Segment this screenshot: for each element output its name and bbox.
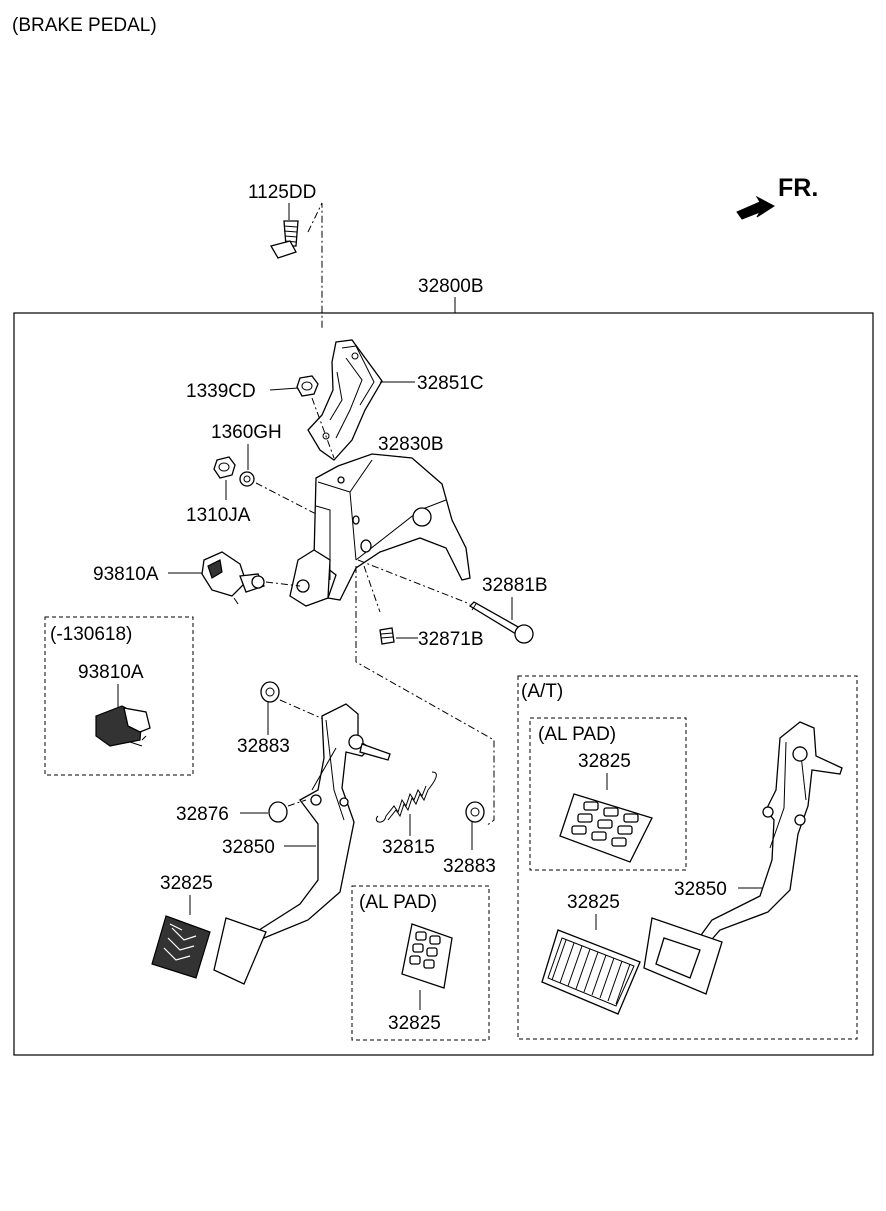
label-32830B: 32830B [378,434,444,455]
label-32825-at: 32825 [567,892,620,913]
pedal-pad-32825-at [541,929,641,1015]
dashline-32881B [357,559,471,605]
label-32881B: 32881B [482,575,548,596]
assembly-32800B-frame [13,312,874,1056]
label-al-pad-at: (AL PAD) [538,724,616,745]
dashline-93810A [265,581,301,587]
diagram-title: (BRAKE PEDAL) [12,15,157,36]
nut-1310JA [213,456,236,479]
front-direction-indicator: FR. [736,174,818,220]
bolt-1125DD [270,220,299,259]
leader-1339CD [269,387,299,391]
label-93810A-old: 93810A [78,662,144,683]
variant-130618-box [44,616,194,776]
stop-lamp-switch-93810A [201,551,265,605]
pedal-arm-32850-at [643,721,843,995]
dashline-1125DD [307,202,323,328]
pedal-pad-32825-al-at [559,793,653,863]
pedal-pad-32825-al-center [401,923,453,989]
label-32883-right: 32883 [443,856,496,877]
bolt-32871B [379,627,395,645]
label-1310JA: 1310JA [186,505,251,526]
label-32850-at: 32850 [674,879,727,900]
bracket-32851C [307,339,383,461]
pedal-pad-32825-mt [151,915,211,979]
al-pad-at-box [529,717,687,871]
label-32825-al-center: 32825 [388,1013,441,1034]
dashline-32871B [363,565,381,613]
stop-lamp-switch-93810A-old [95,705,151,747]
label-32800B: 32800B [418,276,484,297]
bushing-32883-left [260,681,280,703]
front-direction-label: FR. [778,174,818,202]
label-32876: 32876 [176,804,229,825]
label-32825-al-at: 32825 [578,751,631,772]
bushing-32883-right [465,801,485,823]
label-al-pad-center: (AL PAD) [359,892,437,913]
label-32851C: 32851C [417,373,484,394]
front-arrow-icon [736,195,775,220]
pedal-member-32830B [289,453,471,607]
label-1360GH: 1360GH [211,422,282,443]
label-1125DD: 1125DD [248,182,316,203]
label-1339CD: 1339CD [186,381,256,402]
label-32871B: 32871B [418,629,484,650]
label-93810A: 93810A [93,564,159,585]
dashline-1339CD [311,397,335,459]
washer-1360GH [239,471,255,487]
al-pad-center-box [351,885,490,1041]
return-spring-32815 [375,771,437,823]
label-at: (A/T) [521,681,563,702]
at-variant-box [517,675,858,1040]
label-32850: 32850 [222,837,275,858]
dashline-32876 [287,799,307,807]
label-32815: 32815 [382,837,435,858]
stopper-32876 [268,801,288,823]
pedal-arm-32850 [213,703,391,985]
label-32883-left: 32883 [237,736,290,757]
label-variant-130618: (-130618) [50,624,132,645]
nut-1339CD [296,375,319,397]
pivot-pin-32881B [468,601,534,644]
dashline-pivot-axis [355,566,495,827]
dashline-1360GH [255,482,319,516]
label-32825-mt: 32825 [160,873,213,894]
